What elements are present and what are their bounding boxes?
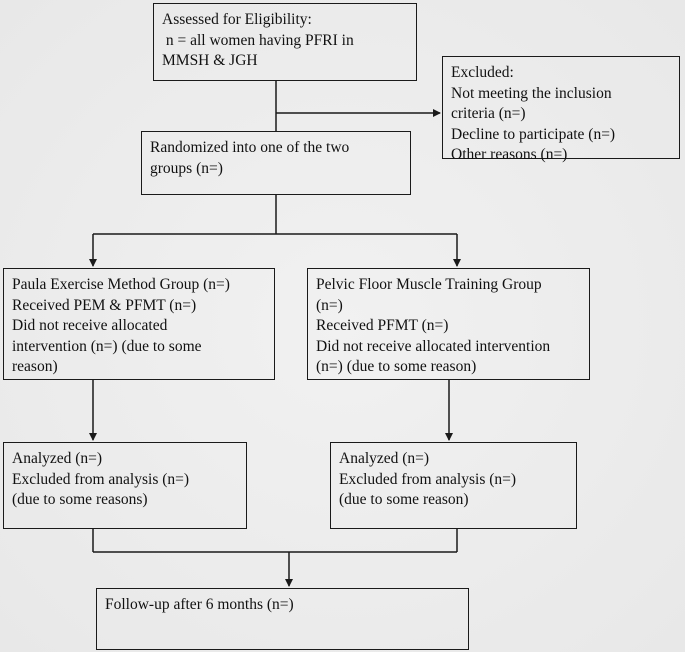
- pem-group-line: intervention (n=) (due to some: [12, 337, 202, 355]
- followup-line: Follow-up after 6 months (n=): [105, 596, 294, 613]
- excluded-box: Excluded: Not meeting the inclusion crit…: [442, 56, 680, 163]
- analyzed-right-line: Excluded from analysis (n=): [339, 470, 517, 488]
- excluded-line: Not meeting the inclusion: [451, 84, 612, 102]
- analyzed-right-box: Analyzed (n=) Excluded from analysis (n=…: [330, 442, 577, 529]
- analyzed-left-line: Excluded from analysis (n=): [12, 470, 190, 488]
- randomized-box: Randomized into one of the two groups (n…: [141, 131, 411, 195]
- followup-box: Follow-up after 6 months (n=): [96, 588, 469, 650]
- analyzed-left-line: Analyzed (n=): [12, 450, 103, 467]
- analyzed-left-box: Analyzed (n=) Excluded from analysis (n=…: [3, 442, 247, 529]
- eligibility-line: n = all women having PFRI in: [162, 31, 354, 49]
- analyzed-right-line: (due to some reason): [339, 491, 469, 508]
- pfmt-group-line: Did not receive allocated intervention: [316, 337, 551, 355]
- pem-group-line: Paula Exercise Method Group (n=): [12, 276, 230, 293]
- pfmt-group-line: Pelvic Floor Muscle Training Group: [316, 276, 542, 293]
- excluded-line: criteria (n=): [451, 105, 526, 122]
- excluded-line: Other reasons (n=): [451, 146, 568, 163]
- randomized-line: Randomized into one of the two: [150, 139, 350, 156]
- excluded-line: Excluded:: [451, 64, 514, 81]
- eligibility-line: MMSH & JGH: [162, 52, 258, 69]
- pfmt-group-line: (n=): [316, 296, 343, 314]
- pem-group-line: Received PEM & PFMT (n=): [12, 296, 197, 314]
- pfmt-group-line: Received PFMT (n=): [316, 317, 449, 334]
- pfmt-group-box: Pelvic Floor Muscle Training Group (n=) …: [307, 268, 590, 380]
- analyzed-right-line: Analyzed (n=): [339, 450, 430, 467]
- analyzed-left-line: (due to some reasons): [12, 491, 148, 508]
- pem-group-line: reason): [12, 358, 58, 375]
- pem-group-box: Paula Exercise Method Group (n=) Receive…: [3, 268, 275, 380]
- pfmt-group-line: (n=) (due to some reason): [316, 358, 477, 375]
- randomized-line: groups (n=): [150, 159, 223, 177]
- eligibility-line: Assessed for Eligibility:: [162, 11, 312, 28]
- excluded-line: Decline to participate (n=): [451, 125, 616, 143]
- pem-group-line: Did not receive allocated: [12, 317, 168, 334]
- eligibility-box: Assessed for Eligibility: n = all women …: [153, 3, 417, 81]
